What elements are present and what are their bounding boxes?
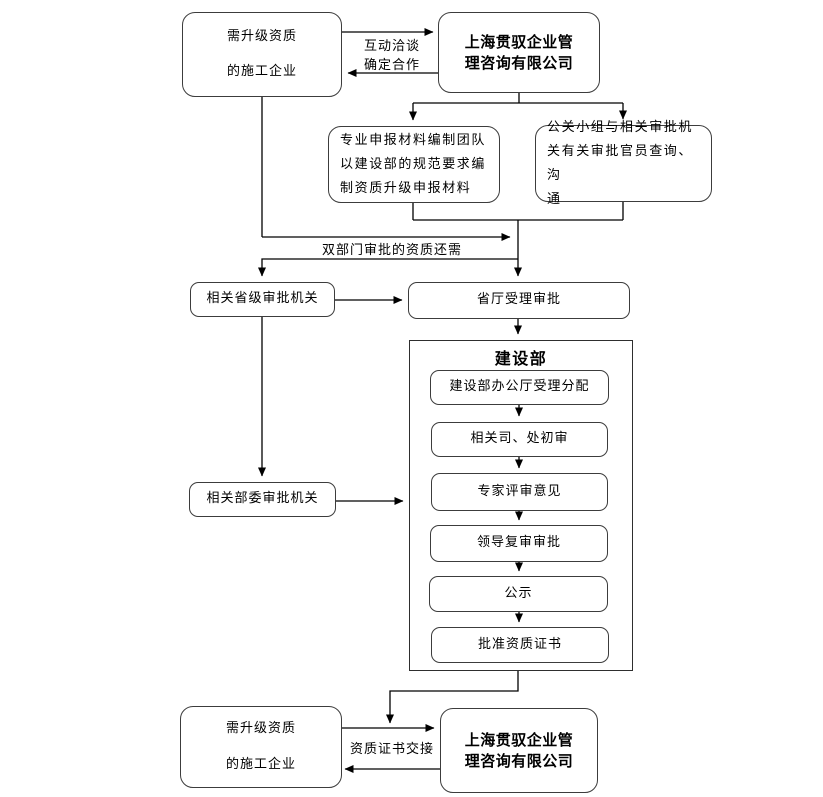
node-ministry-authority: 相关部委审批机关	[189, 482, 336, 517]
node-provincial-authority: 相关省级审批机关	[190, 282, 335, 317]
node-ministry-step-6: 批准资质证书	[431, 627, 609, 663]
node-ministry-step-1: 建设部办公厅受理分配	[430, 370, 609, 405]
node-ministry-step-2: 相关司、处初审	[431, 422, 608, 457]
edge-teams-merge	[412, 202, 624, 221]
node-consulting-company-top: 上海贯驭企业管 理咨询有限公司	[438, 12, 600, 93]
node-label-line: 理咨询有限公司	[464, 751, 574, 770]
node-label-line: 上海贯驭企业管	[464, 730, 574, 749]
node-label-line: 专业申报材料编制团队	[340, 132, 487, 148]
node-label-line: 关有关审批官员查询、沟	[547, 143, 694, 183]
node-label-line: 的施工企业	[226, 64, 297, 79]
node-construction-company-top: 需升级资质 的施工企业	[182, 12, 342, 97]
node-materials-team: 专业申报材料编制团队 以建设部的规范要求编 制资质升级申报材料	[328, 126, 500, 203]
node-label-line: 以建设部的规范要求编	[340, 156, 487, 172]
node-label-line: 上海贯驭企业管	[464, 32, 574, 51]
node-consulting-company-bottom: 上海贯驭企业管 理咨询有限公司	[440, 708, 598, 793]
edge-company-split	[413, 93, 623, 104]
node-label-line: 的施工企业	[225, 756, 296, 772]
edge-label-certificate-handover: 资质证书交接	[349, 742, 434, 757]
edge-container-to-handover	[386, 671, 519, 724]
node-label-line: 通	[547, 191, 562, 207]
node-pr-team: 公关小组与相关审批机 关有关审批官员查询、沟 通	[535, 120, 712, 207]
node-label-line: 制资质升级申报材料	[340, 180, 472, 196]
node-ministry-step-4: 领导复审审批	[430, 525, 608, 562]
ministry-container-title: 建设部	[494, 349, 548, 368]
node-label-line: 需升级资质	[225, 721, 296, 737]
node-label-line: 需升级资质	[226, 28, 297, 44]
edge-label-line: 互动洽谈	[363, 39, 420, 54]
node-ministry-step-5: 公示	[429, 576, 608, 612]
node-label-line: 公关小组与相关审批机	[547, 119, 694, 135]
edge-dual-department-branch	[258, 258, 518, 277]
edge-label-negotiate: 互动洽谈 确定合作	[352, 37, 432, 75]
node-provincial-hall: 省厅受理审批	[408, 282, 630, 319]
edge-label-line: 确定合作	[363, 58, 420, 73]
node-label-line: 理咨询有限公司	[464, 53, 574, 72]
node-construction-company-bottom: 需升级资质 的施工企业	[180, 706, 342, 788]
node-ministry-step-3: 专家评审意见	[431, 473, 608, 511]
edge-label-dual-department: 双部门审批的资质还需	[322, 243, 463, 258]
